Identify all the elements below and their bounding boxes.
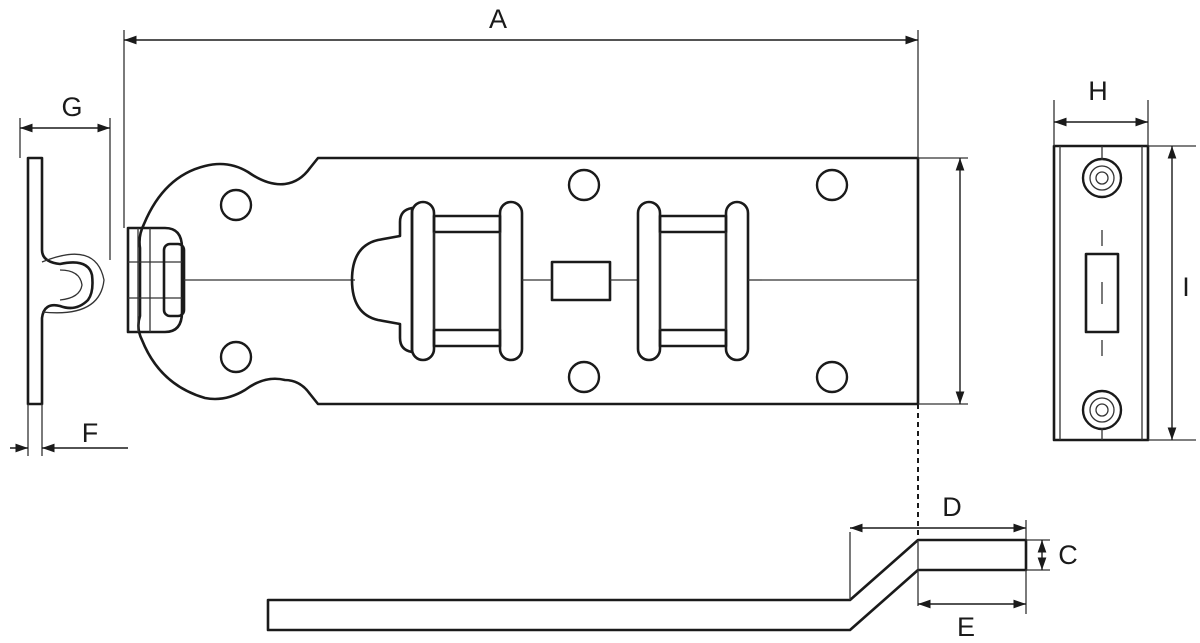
label-c: C bbox=[1058, 540, 1078, 570]
bolt-side-profile bbox=[266, 404, 1028, 632]
label-h: H bbox=[1088, 76, 1108, 106]
screw-hole bbox=[567, 168, 601, 202]
label-i: I bbox=[1182, 272, 1190, 302]
screw-hole bbox=[219, 340, 253, 374]
screw-hole bbox=[567, 360, 601, 394]
keeper-front-view bbox=[1052, 144, 1150, 442]
bolt-front-view bbox=[126, 156, 920, 406]
label-d: D bbox=[942, 492, 962, 522]
label-g: G bbox=[61, 92, 82, 122]
staple-side-view bbox=[26, 156, 105, 406]
dimensions bbox=[10, 30, 1196, 614]
label-f: F bbox=[82, 418, 99, 448]
screw-hole bbox=[815, 168, 849, 202]
label-e: E bbox=[957, 612, 975, 642]
screw-hole bbox=[815, 360, 849, 394]
screw-hole bbox=[219, 188, 253, 222]
label-a: A bbox=[489, 4, 507, 34]
